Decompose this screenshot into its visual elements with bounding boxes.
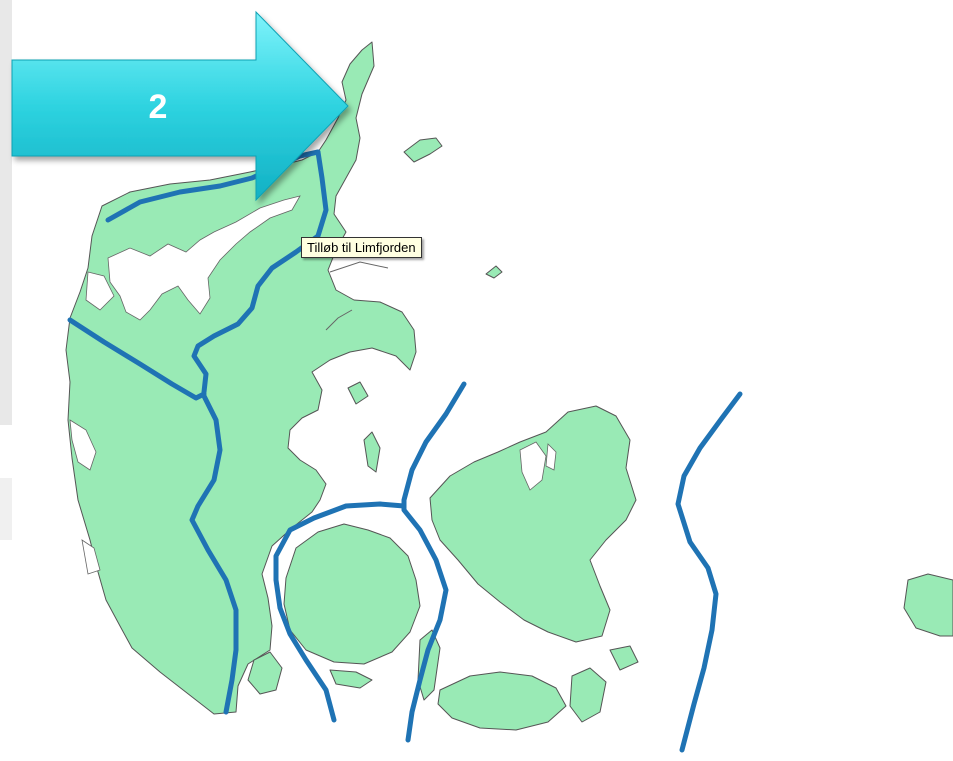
map-tooltip: Tilløb til Limfjorden: [301, 237, 422, 258]
aero-island: [329, 669, 373, 689]
callout-number: 2: [148, 88, 168, 126]
small-island: [347, 381, 369, 405]
side-panel-edge: [0, 0, 12, 425]
isefjord-water: [519, 441, 547, 491]
side-panel-edge-lower: [0, 478, 12, 540]
border-limfjord-east: [191, 149, 329, 395]
lolland-landmass: [437, 671, 567, 731]
border-funen: [273, 501, 407, 723]
border-zealand-east: [675, 391, 743, 753]
langeland-island: [417, 629, 441, 701]
laeso-island: [403, 137, 443, 163]
border-belt: [401, 381, 467, 743]
mon-island: [609, 645, 639, 671]
west-lagoon-south: [81, 539, 101, 575]
border-west: [67, 317, 207, 401]
river-line: [329, 261, 389, 273]
funen-landmass: [283, 523, 421, 665]
als-island: [247, 651, 283, 695]
roskilde-fjord-water: [545, 443, 557, 471]
falster-island: [569, 667, 607, 723]
bornholm-island: [903, 573, 953, 637]
callout-arrow-icon: [11, 10, 349, 202]
anholt-island: [485, 265, 503, 279]
border-jutland-south: [189, 393, 239, 715]
river-line: [325, 309, 353, 331]
zealand-landmass: [429, 405, 637, 643]
fjord-inlet: [85, 271, 115, 311]
west-lagoon: [69, 419, 97, 471]
limfjorden-water: [107, 195, 301, 321]
samso-island: [363, 431, 381, 473]
